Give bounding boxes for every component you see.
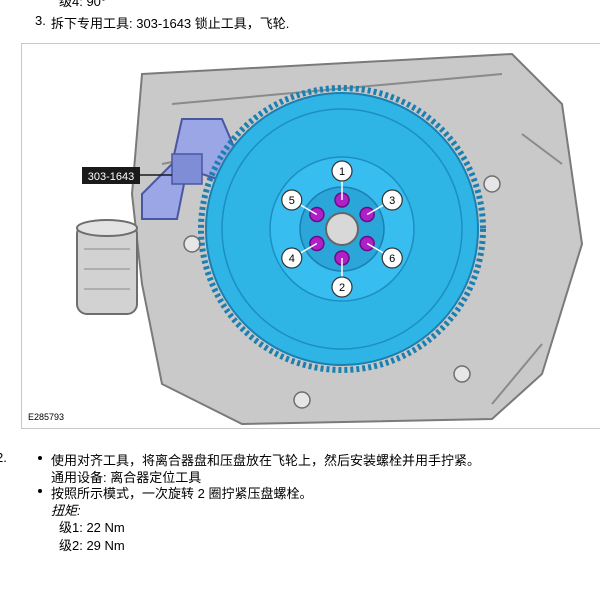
figure-id: E285793 [28,412,64,422]
previous-stage-fragment: 级4: 90° [59,0,107,9]
torque-stage-2: 级2: 29 Nm [59,538,125,553]
callout-circle-5 [281,189,303,211]
tool-label-text: 303-1643 [88,171,135,183]
callout-circle-2 [331,276,353,298]
flywheel-figure: 1 2 3 4 5 6 303-1643 E285793 [21,43,600,429]
locking-tool [141,118,239,220]
torque-stage-1: 级1: 22 Nm [59,520,125,535]
callout-number-3: 3 [389,195,395,207]
step-2-bullet-2-text: 按照所示模式，一次旋转 2 圈拧紧压盘螺栓。 [51,486,313,501]
oil-filter [76,219,138,315]
callout-number-2: 2 [339,282,345,294]
callout-circle-6 [381,247,403,269]
callout-number-6: 6 [389,253,395,265]
callout-circle-1 [331,160,353,182]
step-3-text: 拆下专用工具: 303-1643 锁止工具，飞轮. [51,16,290,31]
flywheel-illustration: 1 2 3 4 5 6 303-1643 E285793 [28,52,584,426]
callout-number-5: 5 [289,195,295,207]
step-3-number: 3. [35,13,46,28]
bullet-2 [38,489,42,493]
flywheel-ring-gear [198,85,486,373]
callout-circle-3 [381,189,403,211]
callout-circle-4 [281,247,303,269]
callout-number-4: 4 [289,253,295,265]
crankshaft-hub [325,212,359,246]
bolt-number-callouts: 1 2 3 4 5 6 [281,160,403,298]
tool-label: 303-1643 [82,167,172,184]
step-2-number: 2. [0,450,7,465]
step-2-bullet-1-sub: 通用设备: 离合器定位工具 [51,470,202,485]
step-2-bullet-1-text: 使用对齐工具，将离合器盘和压盘放在飞轮上，然后安装螺栓并用手拧紧。 [51,453,481,468]
bullet-1 [38,456,42,460]
torque-label: 扭矩: [51,503,81,518]
callout-number-1: 1 [339,166,345,178]
